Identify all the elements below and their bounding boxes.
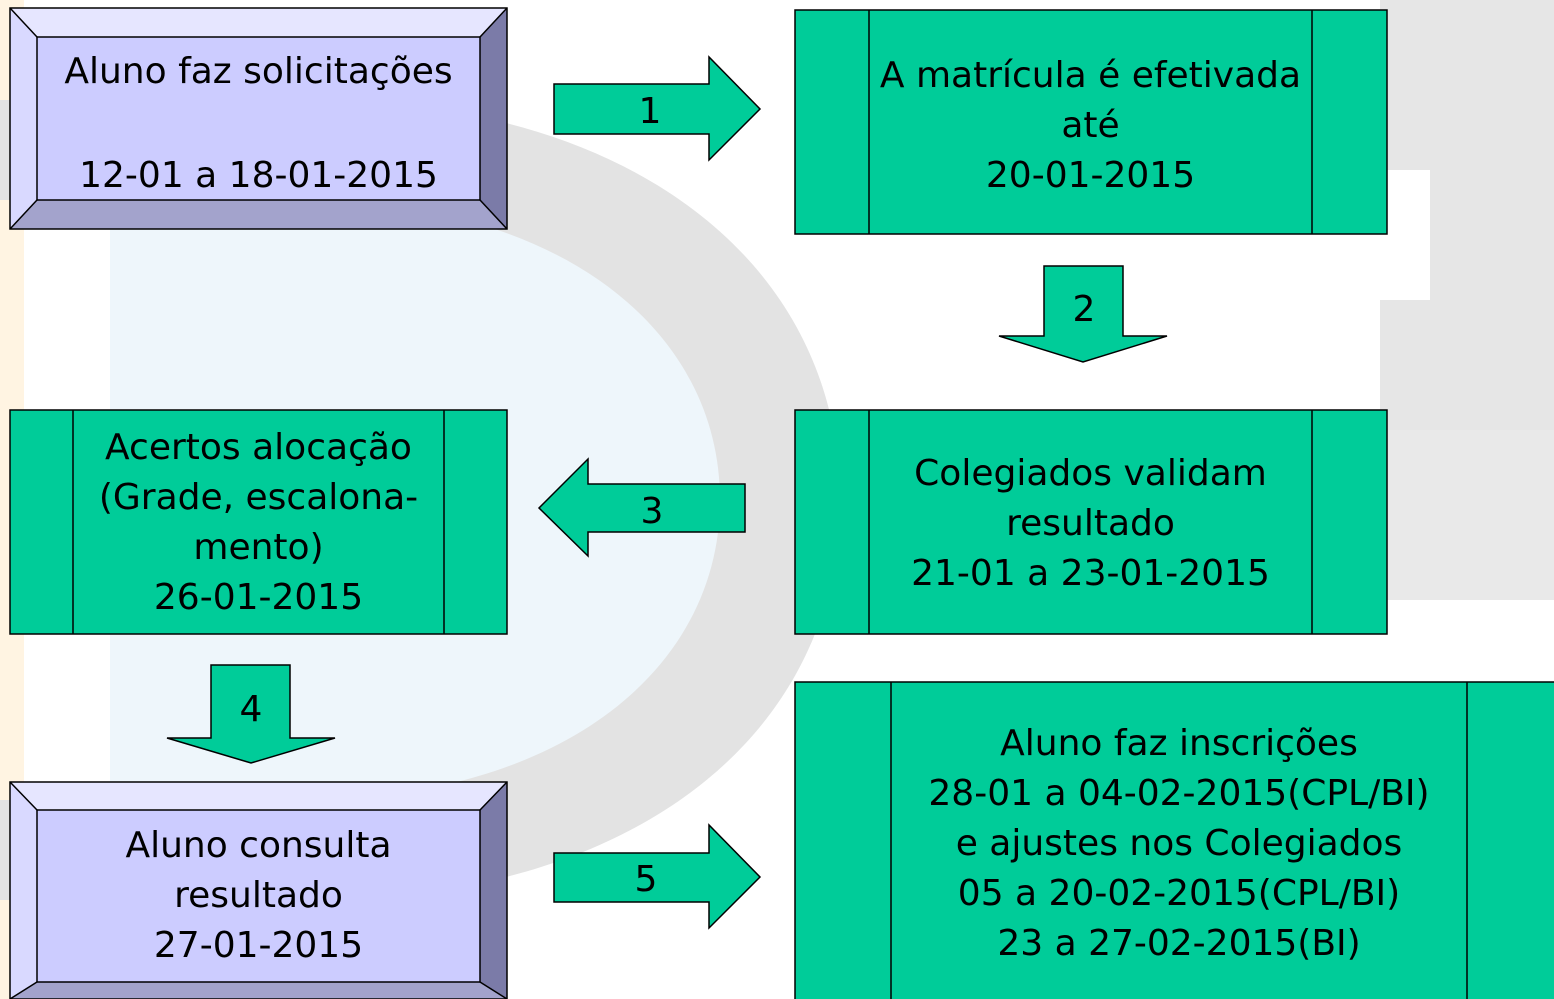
box-1-line-1: Aluno faz solicitações: [64, 51, 453, 92]
box-4-line-2: (Grade, escalona-: [98, 477, 419, 518]
box-3-colegiados: [794, 409, 1388, 635]
arrow-2-down: [998, 265, 1168, 363]
arrow-4-label: 4: [239, 689, 263, 730]
box-5-line-1: Aluno consulta: [125, 825, 392, 866]
box-5-consulta: [9, 781, 508, 999]
box-6-line-3: e ajustes nos Colegiados: [955, 823, 1403, 864]
arrow-1-right: [553, 55, 762, 162]
box-6-line-1: Aluno faz inscrições: [1000, 723, 1358, 764]
box-6-line-4: 05 a 20-02-2015(CPL/BI): [957, 873, 1401, 914]
box-5-line-2: resultado: [174, 875, 343, 916]
box-5-line-3: 27-01-2015: [153, 925, 364, 966]
arrow-1-label: 1: [638, 91, 662, 132]
box-6-inscricoes: [794, 681, 1554, 999]
box-1-solicitacoes: [9, 7, 508, 230]
box-3-line-2: resultado: [1006, 503, 1175, 544]
arrow-5-label: 5: [634, 859, 658, 900]
box-2-line-1: A matrícula é efetivada: [879, 55, 1302, 96]
arrow-4-down: [166, 664, 336, 764]
box-4-line-4: 26-01-2015: [153, 577, 364, 618]
box-3-line-1: Colegiados validam: [914, 453, 1267, 494]
box-2-line-2: até: [1061, 105, 1120, 146]
box-4-line-3: mento): [193, 527, 324, 568]
box-1-line-2: 12-01 a 18-01-2015: [79, 155, 438, 196]
box-3-line-3: 21-01 a 23-01-2015: [911, 553, 1270, 594]
box-6-line-2: 28-01 a 04-02-2015(CPL/BI): [928, 773, 1430, 814]
box-6-line-5: 23 a 27-02-2015(BI): [997, 923, 1361, 964]
box-2-line-3: 20-01-2015: [985, 155, 1196, 196]
arrow-3-left: [537, 457, 746, 558]
arrow-3-label: 3: [640, 491, 664, 532]
box-2-matricula: [794, 9, 1388, 235]
box-4-acertos: [9, 409, 508, 635]
arrow-5-right: [553, 823, 762, 930]
arrow-2-label: 2: [1072, 289, 1096, 330]
box-4-line-1: Acertos alocação: [105, 427, 412, 468]
